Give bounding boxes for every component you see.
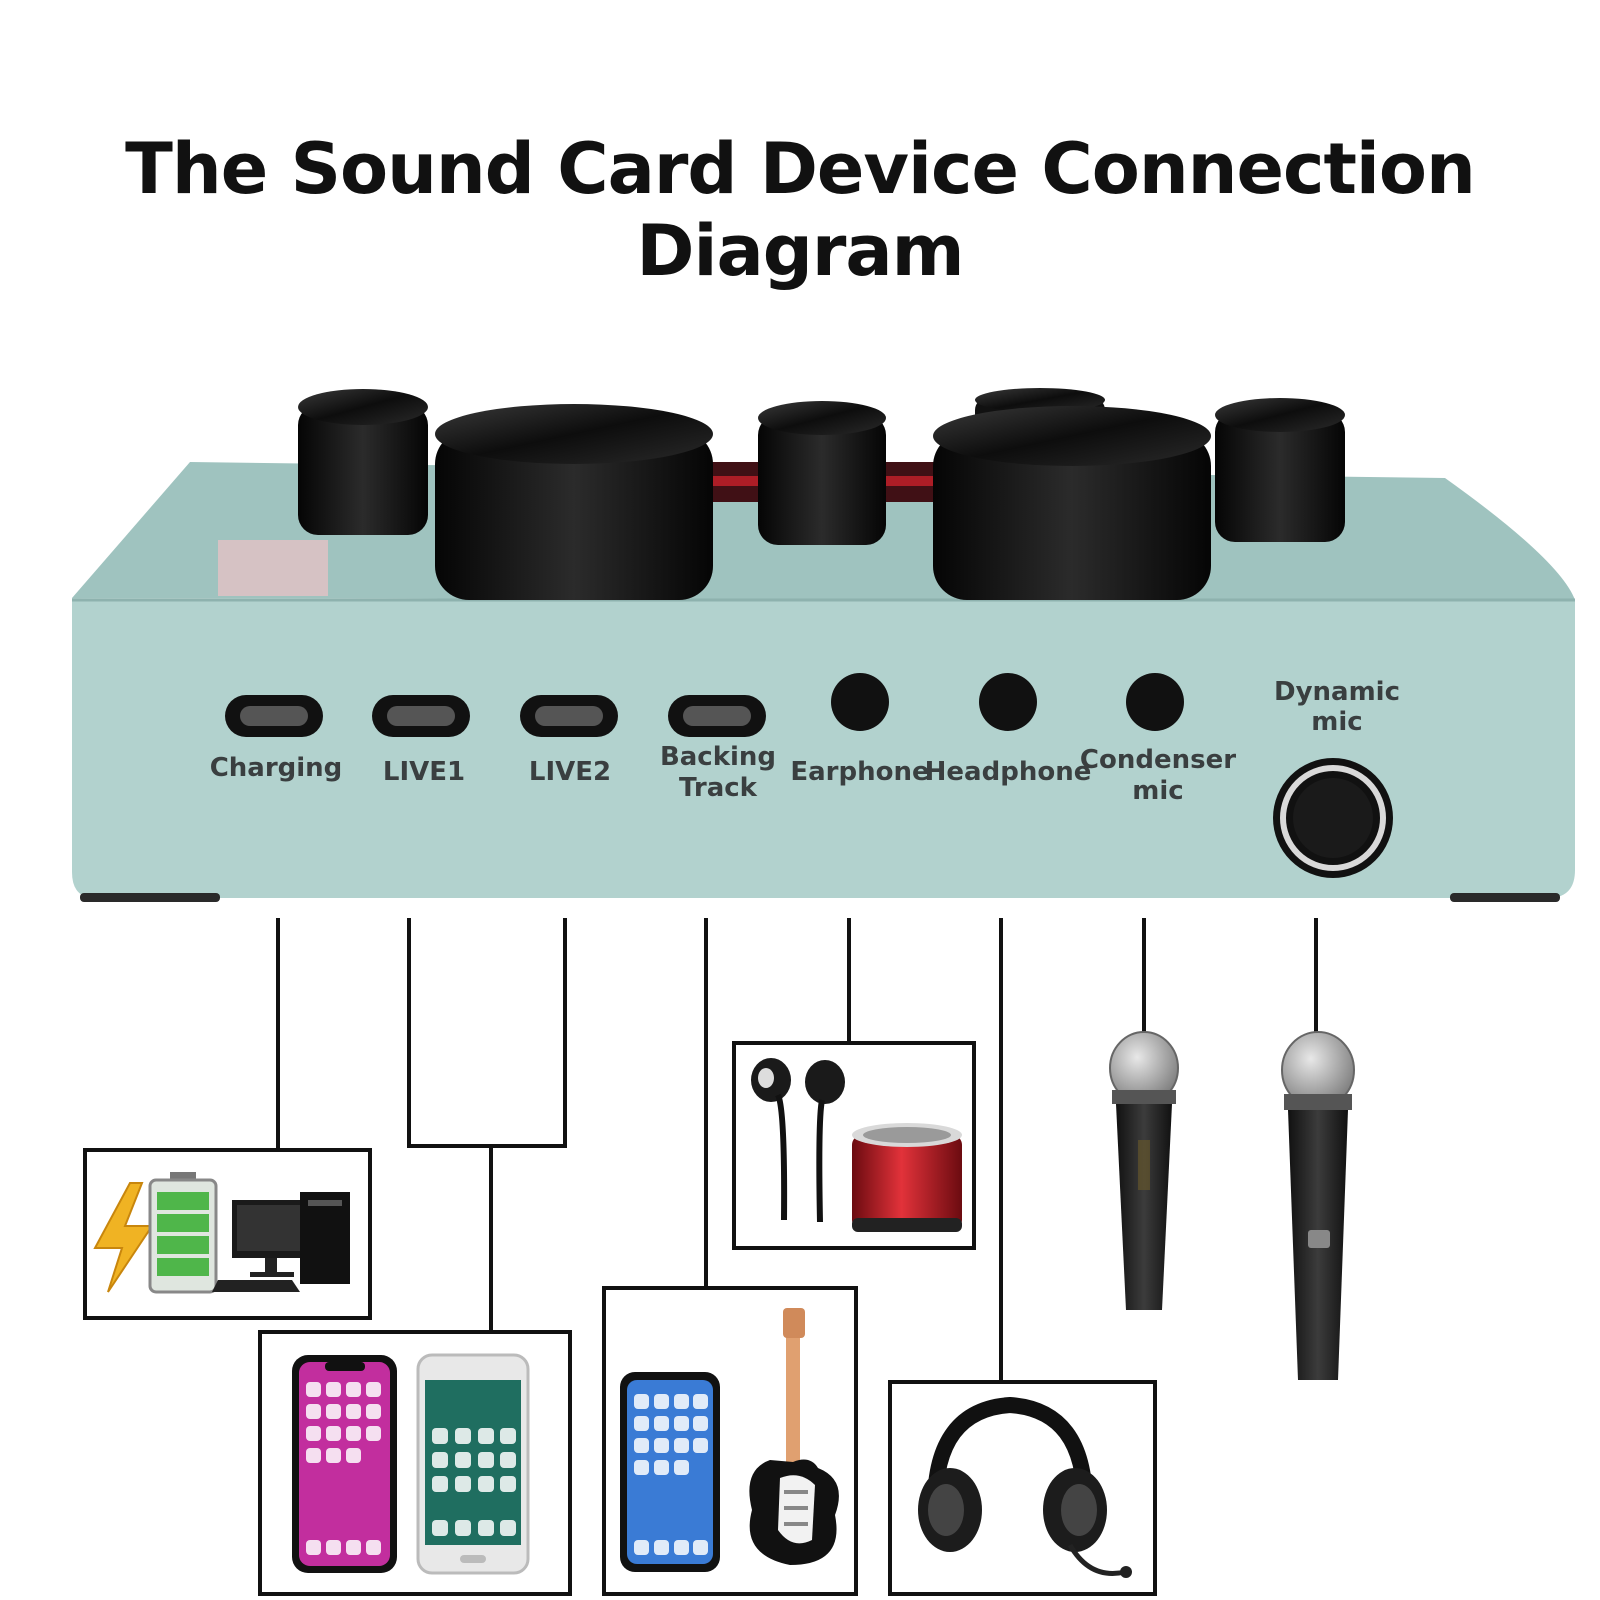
box-earphone-speaker [732,1041,976,1250]
device-foot-right [1450,893,1560,902]
bluetooth-speaker-icon [852,1123,962,1232]
backing-track-port[interactable] [668,695,766,737]
knob-1[interactable] [298,389,428,535]
knob-6[interactable] [1215,398,1345,542]
device-foot-left [80,893,220,902]
connection-lines [276,918,1318,1380]
live1-port[interactable] [372,695,470,737]
earphones-icon [751,1058,845,1223]
electric-guitar-icon [749,1308,839,1565]
smartphone-icon-1 [292,1355,397,1573]
live2-port[interactable] [520,695,618,737]
earphone-jack[interactable] [831,673,889,731]
label-condenser-line2: mic [1132,776,1183,806]
box-headset [888,1380,1157,1596]
label-backing-line1: Backing [660,742,776,772]
bolt-icon [93,1182,154,1293]
label-dynamic-line2: mic [1311,707,1362,737]
battery-icon [148,1172,218,1294]
device-front-panel [72,598,1575,898]
diagram-title: The Sound Card Device Connection Diagram [125,128,1476,292]
label-condenser-line1: Condenser [1080,745,1236,775]
headset-icon [918,1396,1132,1578]
desktop-computer-icon [212,1192,350,1292]
knob-2-large[interactable] [435,404,713,600]
label-charging: Charging [210,753,343,783]
sound-card-device: Charging LIVE1 LIVE2 Backing Track Earph… [72,388,1575,902]
headphone-jack[interactable] [979,673,1037,731]
smartphone-icon-3 [620,1372,720,1572]
box-smartphones [258,1330,572,1596]
charging-port[interactable] [225,695,323,737]
smartphone-icon-2 [416,1353,530,1575]
handheld-microphone-icon-dynamic [1281,1031,1355,1380]
dynamic-mic-jack[interactable] [1273,758,1393,878]
label-backing-line2: Track [679,773,758,803]
line-live-bracket [407,918,567,1148]
handheld-microphone-icon-condenser [1109,1031,1179,1310]
label-dynamic-line1: Dynamic [1274,677,1400,707]
led-indicator [218,540,328,596]
label-earphone: Earphone [790,757,929,787]
knob-5-large[interactable] [933,406,1211,600]
label-live2: LIVE2 [529,757,611,787]
box-backing-track-sources [602,1286,858,1596]
label-headphone: Headphone [925,757,1092,787]
label-live1: LIVE1 [383,757,465,787]
condenser-mic-jack[interactable] [1126,673,1184,731]
box-power-computer [83,1148,372,1320]
knob-3[interactable] [758,401,886,545]
